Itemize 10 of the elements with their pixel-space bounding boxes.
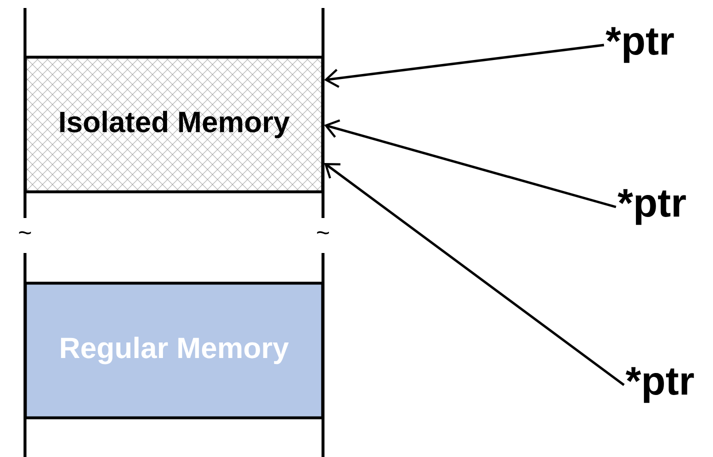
hatched-memory-block: Isolated Memory bbox=[24, 56, 324, 194]
break-mark: ~ bbox=[19, 231, 31, 234]
pointer-label: *ptr bbox=[618, 189, 686, 225]
arrow bbox=[324, 44, 604, 88]
pointer-label: *ptr bbox=[626, 367, 694, 403]
arrow bbox=[324, 119, 616, 208]
arrow bbox=[324, 163, 625, 386]
memory-block: Regular Memory bbox=[24, 282, 324, 420]
pointer-label: *ptr bbox=[606, 27, 674, 63]
break-mark: ~ bbox=[317, 231, 329, 234]
